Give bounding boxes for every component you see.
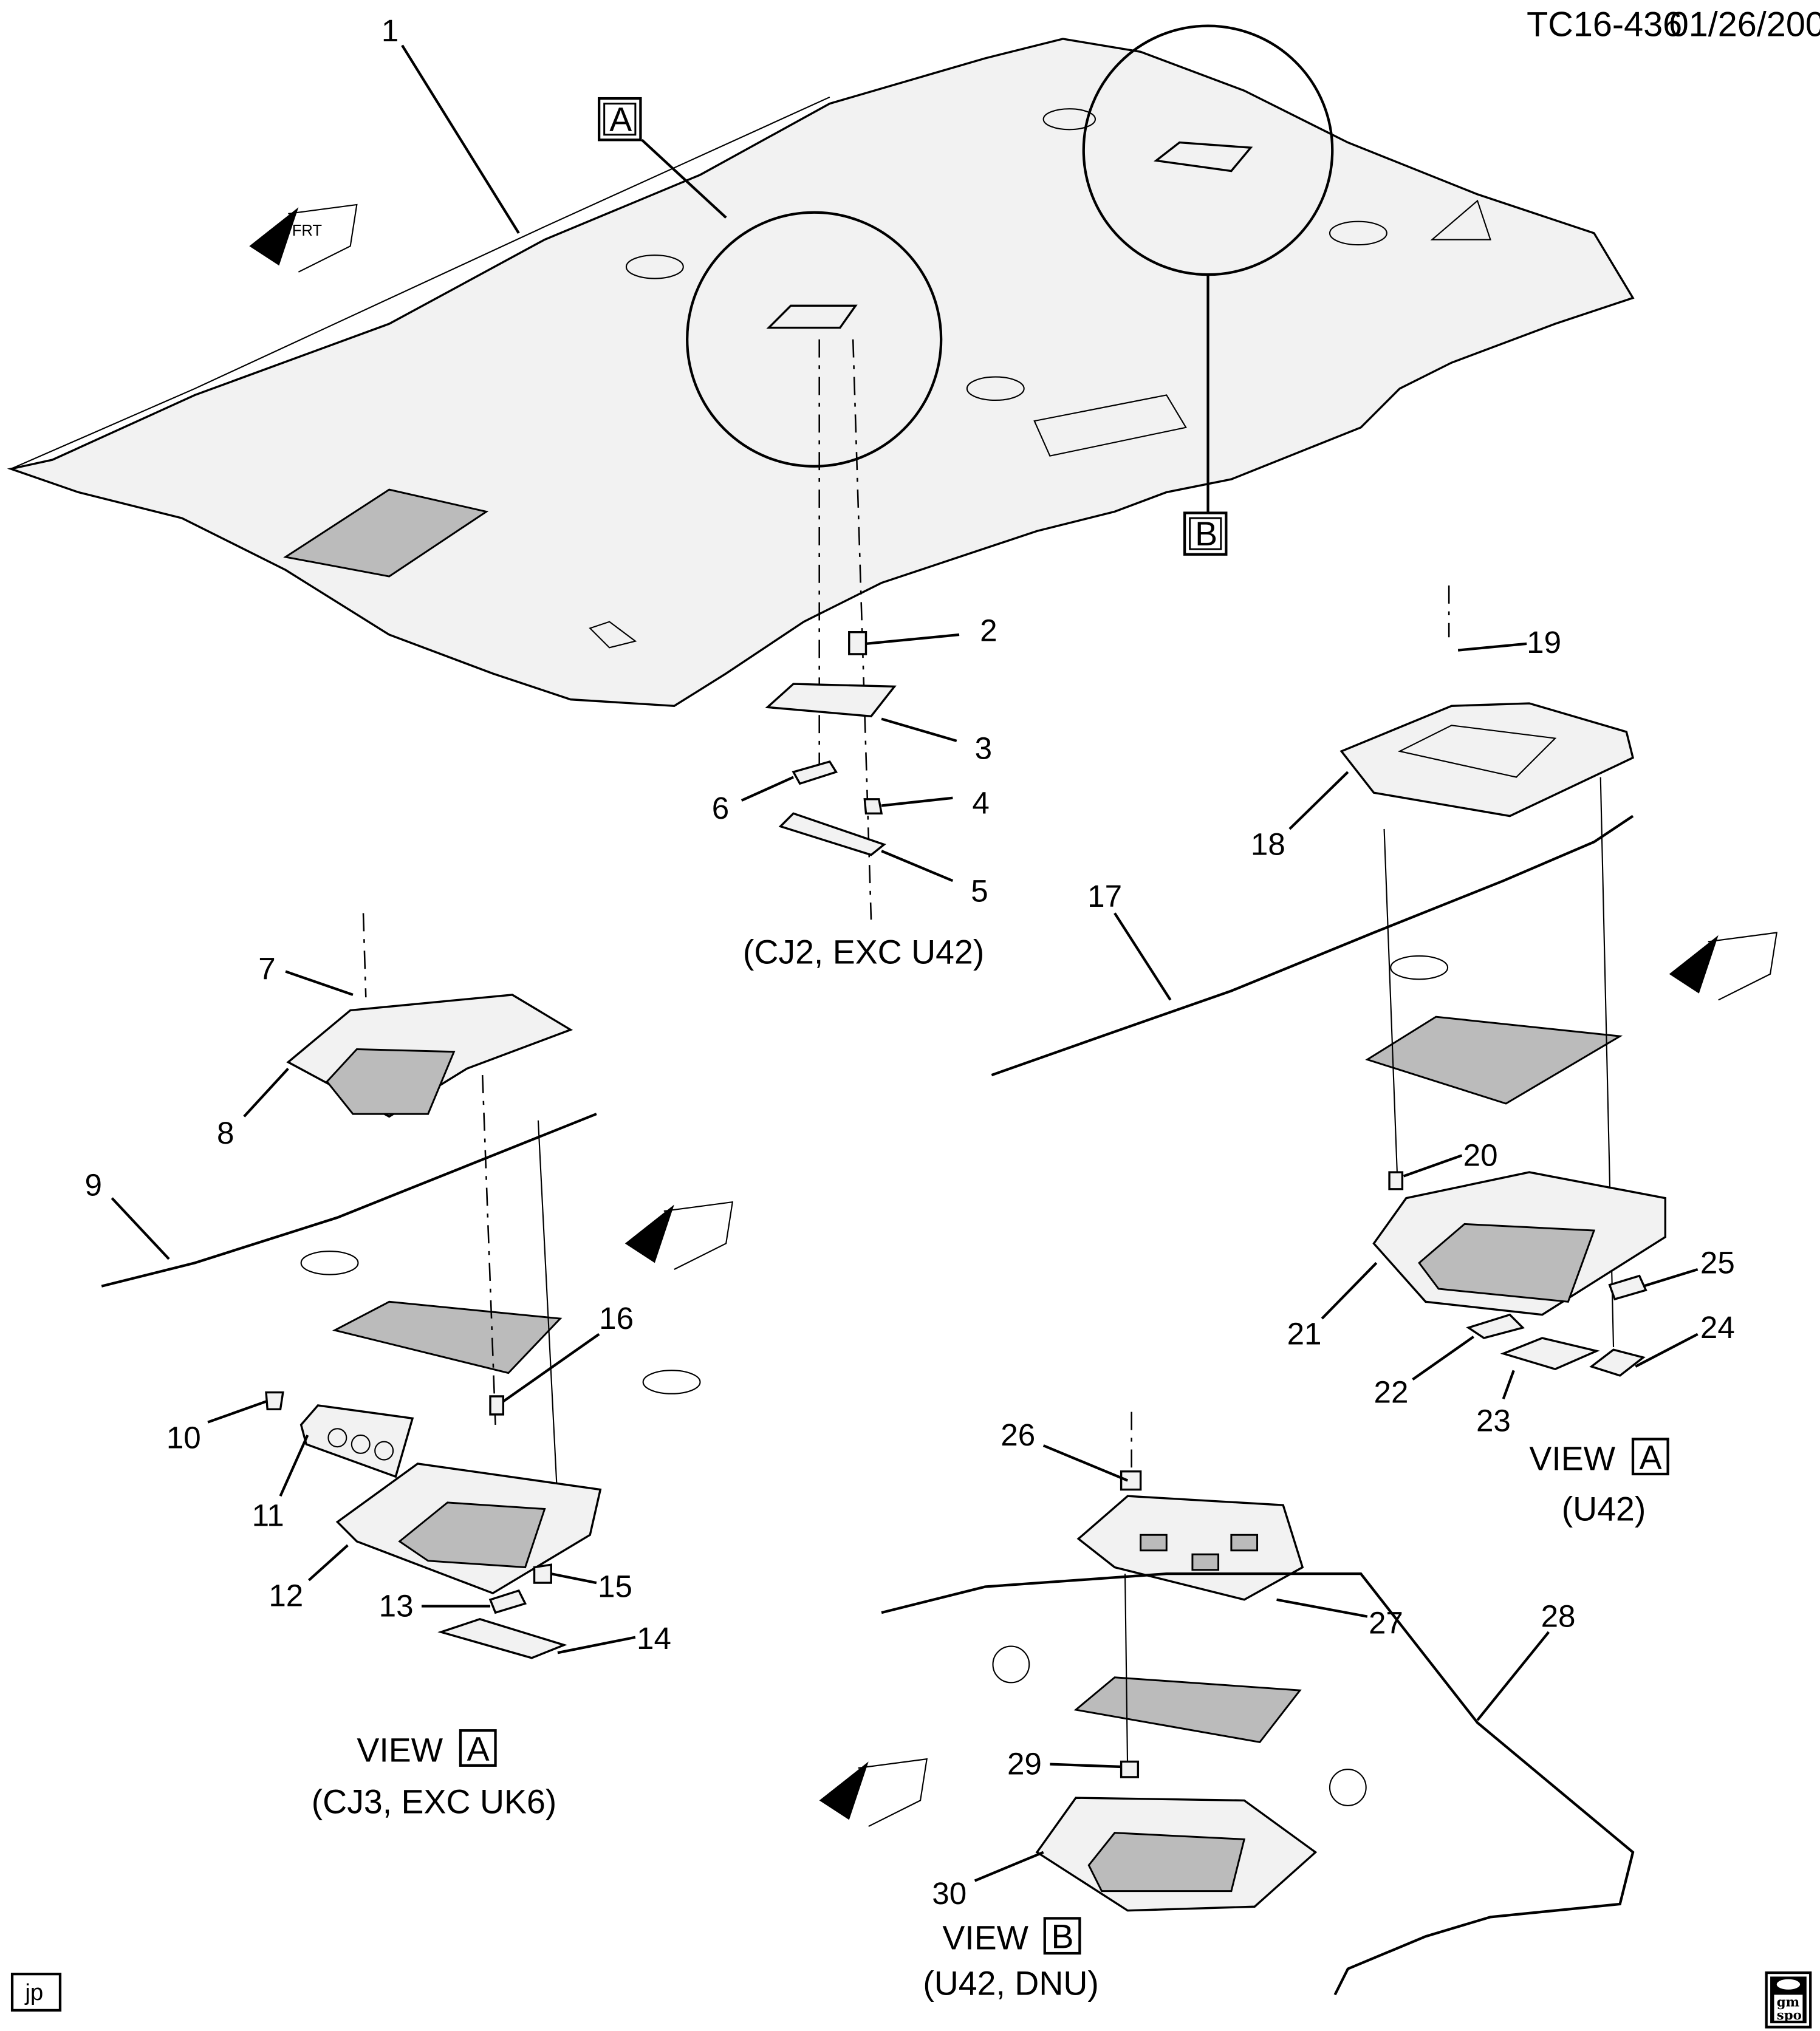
callout-11: 11 xyxy=(252,1498,284,1532)
caption-view-a-1-options: (CJ3, EXC UK6) xyxy=(312,1783,557,1821)
headliner-main xyxy=(7,38,1635,708)
front-arrow-icon xyxy=(624,1201,734,1270)
callout-16: 16 xyxy=(599,1301,634,1336)
callout-14: 14 xyxy=(637,1621,671,1656)
caption-view-a-1: VIEW xyxy=(357,1731,443,1769)
callout-30: 30 xyxy=(932,1876,966,1911)
front-arrow-icon: FRT xyxy=(249,203,358,273)
callout-27: 27 xyxy=(1369,1605,1403,1640)
drawing-id: TC16-436 xyxy=(1527,5,1682,44)
callout-22: 22 xyxy=(1374,1375,1408,1410)
callout-10: 10 xyxy=(166,1420,201,1455)
svg-text:B: B xyxy=(1195,515,1217,553)
callout-2: 2 xyxy=(980,613,997,648)
callout-8: 8 xyxy=(217,1116,234,1150)
callout-9: 9 xyxy=(85,1167,102,1202)
callout-3: 3 xyxy=(975,731,992,766)
caption-view-b: VIEW xyxy=(942,1919,1028,1957)
callout-18: 18 xyxy=(1251,827,1285,862)
callout-17: 17 xyxy=(1087,879,1122,913)
callout-15: 15 xyxy=(598,1569,632,1604)
callout-12: 12 xyxy=(269,1578,303,1613)
callout-20: 20 xyxy=(1463,1138,1498,1172)
callout-26: 26 xyxy=(1001,1418,1035,1452)
svg-text:gm: gm xyxy=(1777,1995,1800,2010)
callout-19: 19 xyxy=(1527,625,1561,660)
callout-7: 7 xyxy=(258,951,275,986)
drawing-date: 01/26/2006 xyxy=(1669,5,1820,44)
svg-text:A: A xyxy=(609,100,632,138)
caption-cj2: (CJ2, EXC U42) xyxy=(743,934,984,971)
caption-view-a-2: VIEW xyxy=(1529,1440,1615,1478)
callout-13: 13 xyxy=(379,1589,414,1623)
callout-1: 1 xyxy=(381,13,399,48)
callout-25: 25 xyxy=(1700,1245,1735,1280)
gm-spo-logo: gm spo xyxy=(1765,1971,1812,2029)
caption-view-b-letter: B xyxy=(1051,1918,1073,1956)
svg-text:spo: spo xyxy=(1777,2008,1802,2023)
callout-24: 24 xyxy=(1700,1310,1735,1345)
initials-box: jp xyxy=(24,1979,43,2005)
callout-21: 21 xyxy=(1287,1317,1322,1351)
front-arrow-icon xyxy=(819,1758,928,1827)
front-arrow-icon xyxy=(1669,932,1778,1001)
callouts: 1 2 3 4 5 6 7 8 9 10 11 12 13 14 15 16 1… xyxy=(85,13,1735,1911)
callout-4: 4 xyxy=(972,785,989,820)
callout-28: 28 xyxy=(1541,1599,1576,1634)
caption-view-a-2-options: (U42) xyxy=(1562,1490,1646,1528)
callout-29: 29 xyxy=(1007,1747,1042,1781)
view-marker-a: A xyxy=(598,97,642,142)
callout-5: 5 xyxy=(971,873,988,908)
view-marker-b: B xyxy=(1183,511,1228,556)
svg-text:FRT: FRT xyxy=(292,222,323,239)
caption-view-b-options: (U42, DNU) xyxy=(923,1964,1099,2002)
caption-view-a-2-letter: A xyxy=(1640,1438,1662,1476)
callout-6: 6 xyxy=(712,791,729,825)
caption-view-a-1-letter: A xyxy=(467,1730,490,1767)
callout-23: 23 xyxy=(1476,1404,1511,1438)
